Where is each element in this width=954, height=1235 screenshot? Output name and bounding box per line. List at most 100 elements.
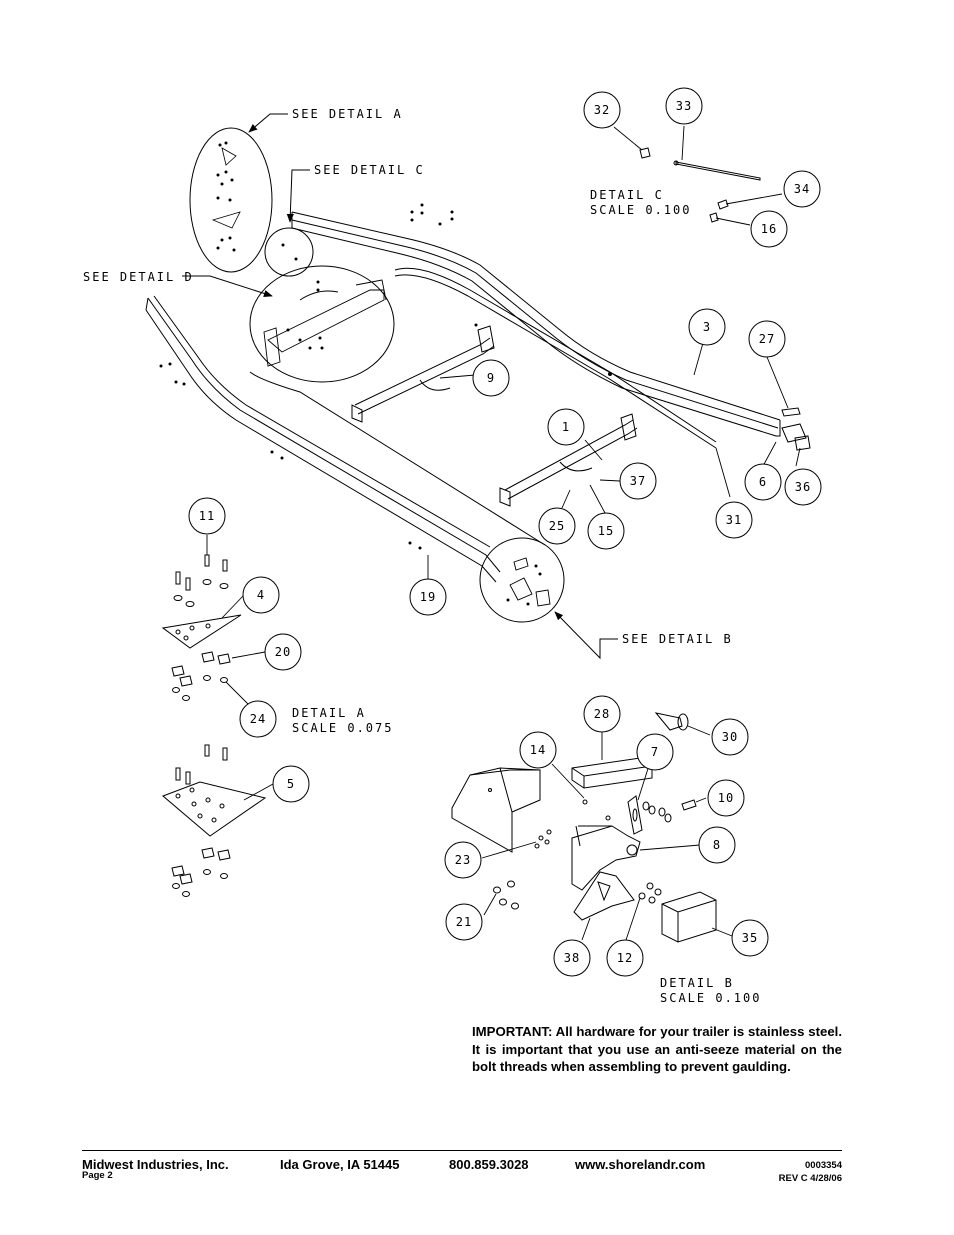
callout-21: 21: [456, 915, 472, 929]
see-detail-d-label: SEE DETAIL D: [83, 270, 194, 284]
callout-36: 36: [795, 480, 811, 494]
balloon-31: [715, 501, 753, 539]
callout-14: 14: [530, 743, 546, 757]
detail-c-ellipse: [264, 227, 314, 277]
balloon-16: [750, 210, 788, 248]
balloon-12: [606, 939, 644, 977]
balloon-3: [688, 308, 726, 346]
plate-4: [161, 614, 242, 649]
callout-33: 33: [676, 99, 692, 113]
footer-page-number: Page 2: [82, 1170, 113, 1181]
balloon-19: [409, 578, 447, 616]
main-bracket-8: [571, 825, 641, 891]
bunk-rod-lower: [394, 274, 717, 449]
balloon-21: [445, 903, 483, 941]
callout-4: 4: [257, 588, 265, 602]
callout-35: 35: [742, 931, 758, 945]
rear-bracket: [781, 407, 811, 451]
callout-32: 32: [594, 103, 610, 117]
callout-19: 19: [420, 590, 436, 604]
balloon-4: [242, 576, 280, 614]
footer-website: www.shorelandr.com: [575, 1157, 706, 1172]
cross-member-rear: [499, 413, 638, 507]
callout-16: 16: [761, 222, 777, 236]
callout-31: 31: [726, 513, 742, 527]
callout-balloons: [188, 87, 822, 977]
detail-c-scale: SCALE 0.100: [590, 203, 691, 217]
detail-b-parts: [451, 712, 717, 943]
balloon-7: [636, 733, 674, 771]
balloon-23: [444, 841, 482, 879]
trailer-frame: [145, 211, 811, 583]
callout-34: 34: [794, 182, 810, 196]
balloon-24: [239, 700, 277, 738]
balloon-37: [619, 462, 657, 500]
callout-24: 24: [250, 712, 266, 726]
balloon-9: [472, 359, 510, 397]
callout-9: 9: [487, 371, 495, 385]
bracket-7: [627, 795, 643, 835]
bunk-rod: [394, 267, 717, 443]
balloon-5: [272, 765, 310, 803]
callout-30: 30: [722, 730, 738, 744]
detail-d-ellipse: [249, 265, 395, 383]
callout-12: 12: [617, 951, 633, 965]
detail-a-parts: [161, 554, 267, 897]
balloon-35: [731, 919, 769, 957]
footer-divider: [82, 1150, 842, 1151]
footer-revision: REV C 4/28/06: [778, 1173, 842, 1184]
callout-7: 7: [651, 745, 659, 759]
footer-phone: 800.859.3028: [449, 1157, 529, 1172]
bracket-38: [573, 871, 635, 921]
see-detail-a-label: SEE DETAIL A: [292, 107, 403, 121]
balloon-28: [583, 695, 621, 733]
balloon-8: [698, 826, 736, 864]
detail-a-ellipse: [189, 127, 273, 273]
callout-38: 38: [564, 951, 580, 965]
balloon-36: [784, 468, 822, 506]
see-detail-b-label: SEE DETAIL B: [622, 632, 733, 646]
balloon-15: [587, 512, 625, 550]
callout-20: 20: [275, 645, 291, 659]
callout-11: 11: [199, 509, 215, 523]
detail-c-parts: [639, 147, 761, 223]
callout-23: 23: [455, 853, 471, 867]
callout-6: 6: [759, 475, 767, 489]
callout-27: 27: [759, 332, 775, 346]
box-35: [661, 891, 717, 943]
balloon-34: [783, 170, 821, 208]
callout-1: 1: [562, 420, 570, 434]
footer-company: Midwest Industries, Inc.: [82, 1157, 229, 1172]
footer-doc-number: 0003354: [805, 1160, 842, 1171]
balloon-33: [665, 87, 703, 125]
see-detail-leaders: [182, 113, 618, 660]
balloon-27: [748, 320, 786, 358]
detail-b-scale: SCALE 0.100: [660, 991, 761, 1005]
callout-5: 5: [287, 777, 295, 791]
callout-15: 15: [598, 524, 614, 538]
callout-8: 8: [713, 838, 721, 852]
left-frame-rail: [145, 295, 501, 583]
detail-a-scale: SCALE 0.075: [292, 721, 393, 735]
callout-3: 3: [703, 320, 711, 334]
detail-b-title: DETAIL B: [660, 976, 734, 990]
balloon-20: [264, 633, 302, 671]
footer-city: Ida Grove, IA 51445: [280, 1157, 400, 1172]
callout-25: 25: [549, 519, 565, 533]
balloon-38: [553, 939, 591, 977]
balloon-14: [519, 731, 557, 769]
callout-28: 28: [594, 707, 610, 721]
side-rod: [249, 371, 546, 546]
important-note: IMPORTANT: All hardware for your trailer…: [472, 1024, 842, 1074]
hardware-dots: [159, 203, 612, 550]
detail-c-title: DETAIL C: [590, 188, 664, 202]
callout-leaders: [206, 125, 801, 941]
callout-numbers: 32 33 34 16 3 27 9 1 37 25 15 31 6 36 11…: [199, 99, 811, 965]
balloon-10: [707, 779, 745, 817]
balloon-30: [711, 718, 749, 756]
roller-30: [654, 712, 683, 731]
plate-5: [162, 781, 267, 837]
balloon-25: [538, 507, 576, 545]
callout-37: 37: [630, 474, 646, 488]
